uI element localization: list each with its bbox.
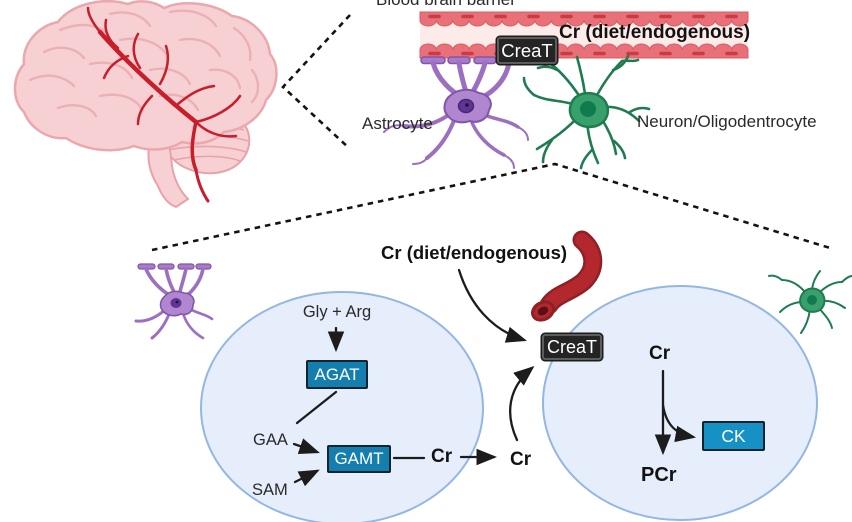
pathway-arrows [292, 268, 697, 487]
sam-label: SAM [252, 481, 288, 499]
neuron-icon-small [768, 270, 852, 334]
capillary-opening-hole [537, 306, 549, 316]
neuron-oligodendrocyte-label: Neuron/Oligodentrocyte [637, 112, 817, 131]
neuron-dendrites [522, 54, 651, 170]
astrocyte-nucleolus [465, 103, 469, 107]
creat-transporter-box-bottom: CreaT [542, 334, 602, 360]
cr-extracellular-label: Cr [510, 449, 532, 470]
brain-arteries [86, 6, 242, 203]
brain-gyri [28, 9, 260, 118]
blood-brain-barrier-vessel [419, 11, 750, 59]
gaa-label: GAA [253, 431, 288, 449]
astrocyte-label: Astrocyte [362, 114, 433, 133]
astrocyte-cell-body-circle [200, 291, 484, 522]
arrow-diet-to-creat [457, 268, 527, 343]
pcr-label: PCr [641, 464, 677, 486]
arrow-cr-to-creat [509, 366, 535, 442]
brain-illustration [13, 0, 278, 209]
creat-transporter-box-top: CreaT [497, 37, 557, 64]
astrocyte-small-nucleolus [175, 300, 179, 304]
cr-diet-endogenous-label-top: Cr (diet/endogenous) [559, 22, 751, 43]
neuron-cell-body-circle [542, 285, 818, 521]
gly-arg-label: Gly + Arg [302, 303, 372, 321]
neuron-small-nucleus [807, 295, 817, 305]
astrocyte-cell [383, 56, 529, 169]
agat-enzyme-box: AGAT [306, 360, 368, 389]
cr-diet-endogenous-label-bottom: Cr (diet/endogenous) [381, 242, 568, 263]
blood-brain-barrier-label: Blood brain barrier [376, 0, 516, 10]
arrow-gaa-to-gamt [292, 438, 320, 455]
arrow-branch-to-ck [661, 403, 697, 443]
neuron-cell [522, 54, 651, 170]
arrow-sam-to-gamt [293, 469, 320, 487]
gamt-enzyme-box: GAMT [327, 445, 391, 473]
astrocyte-icon-small [134, 263, 214, 340]
zoom-dotted-lines [151, 14, 831, 252]
capillary-vessel [530, 230, 603, 322]
astrocyte-processes [383, 60, 529, 169]
line-agat-to-gaa [295, 390, 338, 425]
cr-neuron-label: Cr [649, 343, 671, 364]
cr-astrocyte-label: Cr [431, 446, 453, 467]
astrocyte-small-endfeet [137, 263, 212, 270]
neuron-nucleus [580, 101, 596, 117]
astrocyte-small-nucleus [170, 298, 182, 308]
brainstem [147, 139, 190, 209]
ck-enzyme-box: CK [702, 421, 765, 451]
